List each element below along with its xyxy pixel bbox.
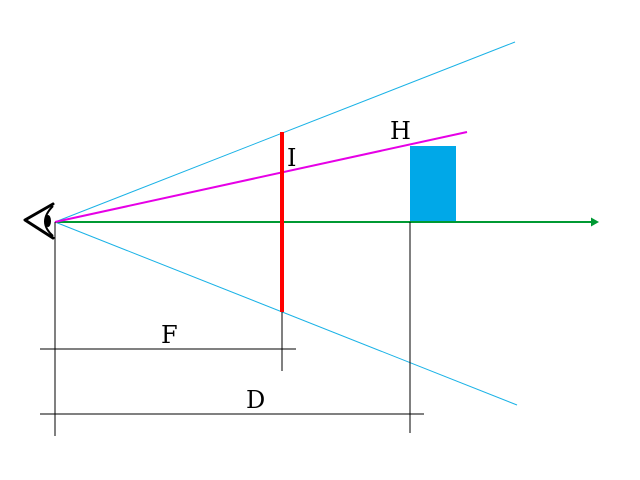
eye-icon <box>23 202 55 240</box>
label-image-size: I <box>287 144 296 172</box>
object-rect <box>410 146 456 222</box>
sight-line <box>54 131 468 223</box>
label-focal-length: F <box>161 321 178 349</box>
fov-upper-line <box>54 41 516 223</box>
fov-lower-line <box>54 221 518 406</box>
label-object-height: H <box>390 117 411 145</box>
label-object-distance: D <box>246 386 265 414</box>
optical-axis-arrowhead <box>591 217 599 227</box>
